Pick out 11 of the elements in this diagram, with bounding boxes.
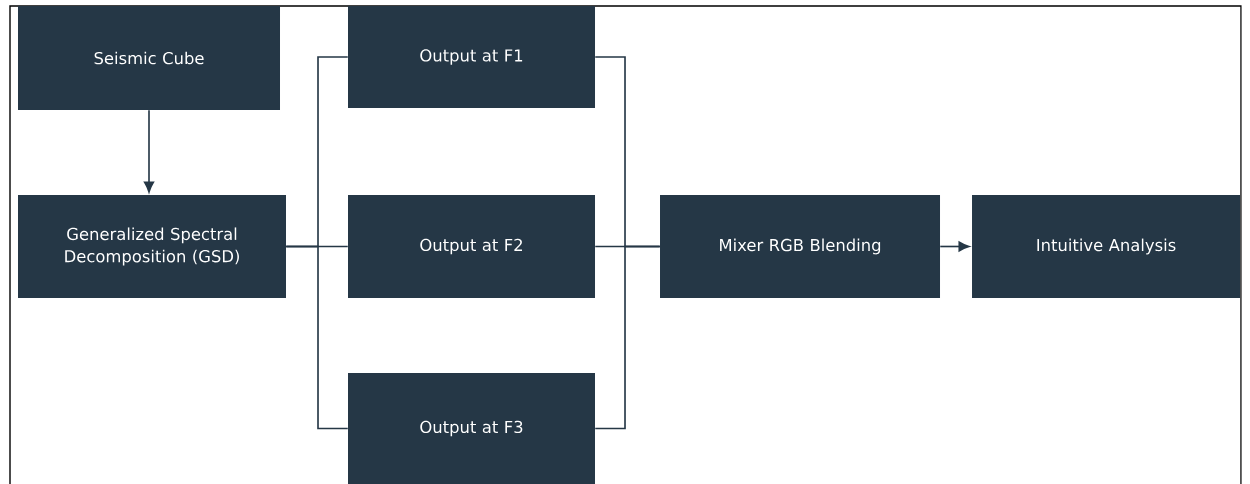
process-box: Seismic Cube — [18, 6, 280, 110]
connector — [594, 245, 661, 430]
connector — [939, 241, 970, 252]
process-box: Mixer RGB Blending — [660, 195, 940, 298]
process-box: Output at F1 — [348, 6, 595, 108]
process-box: Output at F3 — [348, 373, 595, 484]
process-box: Output at F2 — [348, 195, 595, 298]
connector — [143, 109, 155, 193]
process-box: Generalized Spectral Decomposition (GSD) — [18, 195, 286, 298]
process-box: Intuitive Analysis — [972, 195, 1240, 298]
connector — [285, 245, 349, 430]
